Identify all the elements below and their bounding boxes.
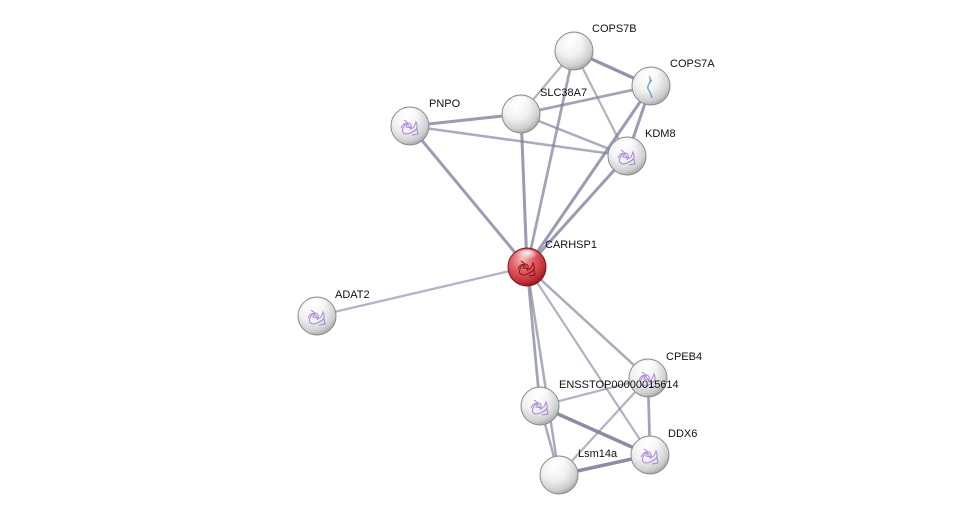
node-highlight bbox=[515, 249, 539, 265]
node-label: CPEB4 bbox=[666, 351, 702, 363]
edge-COPS7A-CARHSP1 bbox=[525, 84, 653, 269]
edge-KDM8-CARHSP1 bbox=[525, 154, 629, 269]
node-highlight bbox=[547, 457, 571, 473]
node-label: Lsm14a bbox=[578, 448, 618, 460]
node-highlight bbox=[615, 138, 639, 154]
edge-ADAT2-CARHSP1 bbox=[315, 265, 529, 318]
node-label: KDM8 bbox=[645, 128, 676, 140]
edge-COPS7B-KDM8 bbox=[572, 49, 629, 158]
node-label: PNPO bbox=[429, 98, 461, 110]
node-SLC38A7[interactable]: SLC38A7 bbox=[501, 87, 587, 134]
node-highlight bbox=[639, 68, 663, 84]
edge-SLC38A7-CARHSP1 bbox=[519, 112, 529, 269]
node-highlight bbox=[638, 437, 662, 453]
edge-ENSSTOP00000015614-DDX6 bbox=[538, 404, 652, 457]
edge-COPS7B-CARHSP1 bbox=[525, 49, 576, 269]
node-highlight bbox=[528, 388, 552, 404]
node-ADAT2[interactable]: ADAT2 bbox=[297, 289, 370, 336]
node-ENSSTOP00000015614[interactable]: ENSSTOP00000015614 bbox=[520, 379, 679, 426]
node-label: COPS7B bbox=[592, 23, 637, 35]
edge-CARHSP1-DDX6 bbox=[525, 265, 652, 457]
node-CARHSP1[interactable]: CARHSP1 bbox=[507, 239, 597, 287]
node-highlight bbox=[509, 96, 533, 112]
node-COPS7B[interactable]: COPS7B bbox=[554, 23, 637, 71]
edge-CPEB4-Lsm14a bbox=[557, 376, 650, 477]
node-label: CARHSP1 bbox=[545, 239, 597, 251]
node-highlight bbox=[562, 33, 586, 49]
edge-PNPO-KDM8 bbox=[408, 124, 629, 158]
edges-layer bbox=[315, 49, 653, 477]
node-PNPO[interactable]: PNPO bbox=[390, 98, 461, 146]
edge-PNPO-CARHSP1 bbox=[408, 124, 529, 269]
node-highlight bbox=[398, 108, 422, 124]
node-KDM8[interactable]: KDM8 bbox=[607, 128, 676, 176]
node-CPEB4[interactable]: CPEB4 bbox=[628, 351, 702, 398]
edge-CARHSP1-Lsm14a bbox=[525, 265, 561, 477]
node-label: ADAT2 bbox=[335, 289, 370, 301]
node-label: SLC38A7 bbox=[540, 87, 587, 99]
edge-COPS7A-SLC38A7 bbox=[519, 84, 653, 116]
edge-CARHSP1-ENSSTOP00000015614 bbox=[525, 265, 542, 408]
node-highlight bbox=[305, 298, 329, 314]
node-COPS7A[interactable]: COPS7A bbox=[631, 58, 715, 106]
node-highlight bbox=[636, 360, 660, 376]
edge-CARHSP1-CPEB4 bbox=[525, 265, 650, 380]
node-label: ENSSTOP00000015614 bbox=[559, 379, 679, 391]
node-DDX6[interactable]: DDX6 bbox=[630, 428, 697, 475]
node-Lsm14a[interactable]: Lsm14a bbox=[539, 448, 618, 495]
node-label: COPS7A bbox=[670, 58, 715, 70]
node-label: DDX6 bbox=[668, 428, 697, 440]
